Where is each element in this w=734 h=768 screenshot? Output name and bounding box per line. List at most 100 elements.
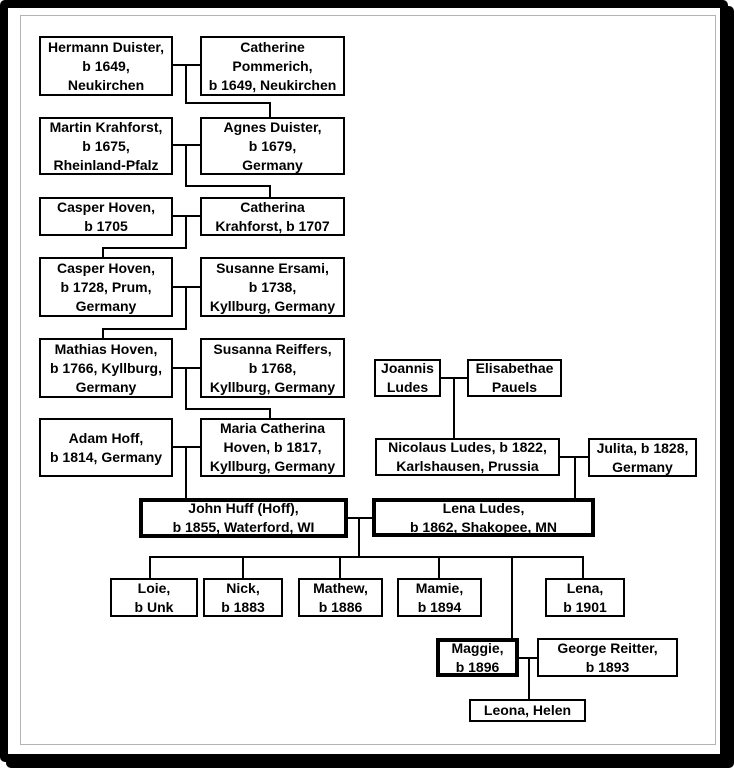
person-box-agnes-duister: Agnes Duister, b 1679, Germany bbox=[200, 117, 345, 175]
person-box-adam-hoff: Adam Hoff, b 1814, Germany bbox=[39, 418, 173, 477]
person-text-line: George Reitter, bbox=[557, 639, 658, 656]
connector-line bbox=[511, 556, 513, 638]
person-text-line: Catherine bbox=[240, 38, 305, 55]
person-box-martin-krahforst: Martin Krahforst, b 1675, Rheinland-Pfal… bbox=[39, 117, 173, 175]
person-text-line: Kyllburg, Germany bbox=[209, 378, 336, 395]
person-text-line: b 1738, bbox=[248, 278, 297, 295]
person-box-mamie: Mamie, b 1894 bbox=[397, 578, 482, 617]
connector-line bbox=[149, 556, 151, 578]
connector-line bbox=[348, 517, 372, 519]
connector-line bbox=[582, 556, 584, 578]
person-text-line: b 1896 bbox=[455, 658, 500, 675]
person-text-line: b 1862, Shakopee, MN bbox=[409, 518, 558, 535]
person-text-line: Pommerich, bbox=[232, 57, 313, 74]
person-text-line: b 1705 bbox=[84, 217, 128, 234]
person-text-line: b 1649, Neukirchen bbox=[208, 76, 337, 93]
connector-line bbox=[102, 247, 104, 258]
connector-line bbox=[269, 408, 271, 419]
person-box-joannis-ludes: Joannis Ludes bbox=[374, 359, 441, 397]
person-text-line: b 1766, Kyllburg, bbox=[49, 359, 163, 376]
person-text-line: John Huff (Hoff), bbox=[188, 500, 299, 516]
person-box-mathew: Mathew, b 1886 bbox=[298, 578, 383, 617]
person-box-susanna-reiffers: Susanna Reiffers, b 1768, Kyllburg, Germ… bbox=[200, 338, 345, 398]
inner-gray-frame bbox=[20, 15, 716, 745]
connector-line bbox=[185, 102, 271, 104]
connector-line bbox=[358, 517, 360, 558]
person-box-hermann-duister: Hermann Duister, b 1649, Neukirchen bbox=[39, 36, 173, 96]
person-text-line: Germany bbox=[75, 378, 137, 395]
person-text-line: Lena Ludes, bbox=[442, 499, 525, 516]
person-text-line: Mathew, bbox=[313, 579, 368, 596]
person-text-line: b 1901 bbox=[563, 598, 607, 615]
person-box-susanne-ersami: Susanne Ersami, b 1738, Kyllburg, German… bbox=[200, 257, 345, 317]
person-text-line: Julita, b 1828, bbox=[596, 439, 689, 456]
person-text-line: Neukirchen bbox=[67, 76, 145, 93]
connector-line bbox=[574, 456, 576, 499]
connector-line bbox=[185, 367, 187, 410]
connector-line bbox=[453, 377, 455, 438]
person-box-catherina-krahforst: Catherina Krahforst, b 1707 bbox=[200, 197, 345, 236]
person-text-line: b 1883 bbox=[221, 598, 265, 615]
person-box-leona-helen: Leona, Helen bbox=[469, 699, 586, 722]
person-box-nick: Nick, b 1883 bbox=[203, 578, 283, 617]
person-text-line: Pauels bbox=[491, 379, 538, 395]
person-text-line: Kyllburg, Germany bbox=[209, 297, 336, 314]
person-text-line: Kyllburg, Germany bbox=[209, 458, 336, 474]
person-text-line: b 1768, bbox=[248, 359, 297, 376]
person-text-line: Catherina bbox=[240, 198, 305, 215]
person-text-line: Maggie, bbox=[451, 639, 504, 656]
person-text-line: Germany bbox=[612, 458, 673, 475]
person-text-line: b 1894 bbox=[417, 598, 462, 615]
connector-line bbox=[339, 556, 341, 578]
person-box-john-huff: John Huff (Hoff), b 1855, Waterford, WI bbox=[139, 498, 348, 538]
person-box-george-reitter: George Reitter, b 1893 bbox=[537, 638, 678, 677]
person-text-line: Ludes bbox=[386, 379, 429, 395]
person-box-catherine-pommerich: Catherine Pommerich, b 1649, Neukirchen bbox=[200, 36, 345, 96]
person-text-line: Joannis bbox=[381, 360, 434, 376]
person-text-line: b 1893 bbox=[585, 658, 630, 675]
connector-line bbox=[185, 185, 271, 187]
person-box-elisabethae-pauels: Elisabethae Pauels bbox=[467, 359, 562, 397]
connector-line bbox=[185, 64, 187, 104]
person-text-line: Lena, bbox=[566, 579, 604, 596]
person-box-maria-catherina-hoven: Maria Catherina Hoven, b 1817, Kyllburg,… bbox=[200, 418, 345, 477]
person-text-line: b Unk bbox=[134, 598, 174, 615]
person-text-line: Germany bbox=[242, 156, 303, 173]
connector-line bbox=[149, 556, 584, 558]
person-box-maggie: Maggie, b 1896 bbox=[436, 638, 519, 677]
person-text-line: Germany bbox=[75, 297, 137, 314]
person-text-line: Loie, bbox=[137, 579, 171, 596]
connector-line bbox=[102, 247, 187, 249]
person-text-line: Rheinland-Pfalz bbox=[53, 156, 159, 173]
person-text-line: Mathias Hoven, bbox=[54, 340, 158, 357]
person-text-line: Elisabethae bbox=[475, 360, 554, 376]
person-box-loie: Loie, b Unk bbox=[110, 578, 198, 617]
person-text-line: Nicolaus Ludes, b 1822, bbox=[388, 439, 547, 455]
connector-line bbox=[242, 556, 244, 578]
person-text-line: Casper Hoven, bbox=[56, 198, 156, 215]
person-text-line: b 1649, bbox=[82, 57, 130, 74]
person-text-line: Maria Catherina bbox=[219, 420, 326, 436]
person-text-line: Susanna Reiffers, bbox=[213, 340, 332, 357]
person-text-line: Agnes Duister, bbox=[223, 118, 322, 135]
person-text-line: Adam Hoff, bbox=[68, 429, 144, 446]
person-text-line: Susanne Ersami, bbox=[216, 259, 329, 276]
person-box-casper-hoven-1705: Casper Hoven, b 1705 bbox=[39, 197, 173, 236]
connector-line bbox=[185, 144, 187, 187]
person-text-line: Krahforst, b 1707 bbox=[215, 217, 330, 234]
person-box-julita: Julita, b 1828, Germany bbox=[588, 438, 697, 477]
person-text-line: Casper Hoven, bbox=[56, 259, 156, 276]
person-box-lena-1901: Lena, b 1901 bbox=[545, 578, 625, 617]
connector-line bbox=[185, 286, 187, 330]
person-box-lena-ludes: Lena Ludes, b 1862, Shakopee, MN bbox=[372, 498, 595, 537]
connector-line bbox=[269, 102, 271, 118]
person-box-nicolaus-ludes: Nicolaus Ludes, b 1822, Karlshausen, Pru… bbox=[375, 438, 560, 476]
connector-line bbox=[102, 328, 187, 330]
person-text-line: b 1886 bbox=[318, 598, 363, 615]
person-text-line: Hoven, b 1817, bbox=[223, 439, 322, 455]
connector-line bbox=[269, 185, 271, 197]
person-text-line: b 1728, Prum, bbox=[60, 278, 152, 295]
connector-line bbox=[185, 408, 271, 410]
person-text-line: b 1855, Waterford, WI bbox=[172, 519, 315, 535]
